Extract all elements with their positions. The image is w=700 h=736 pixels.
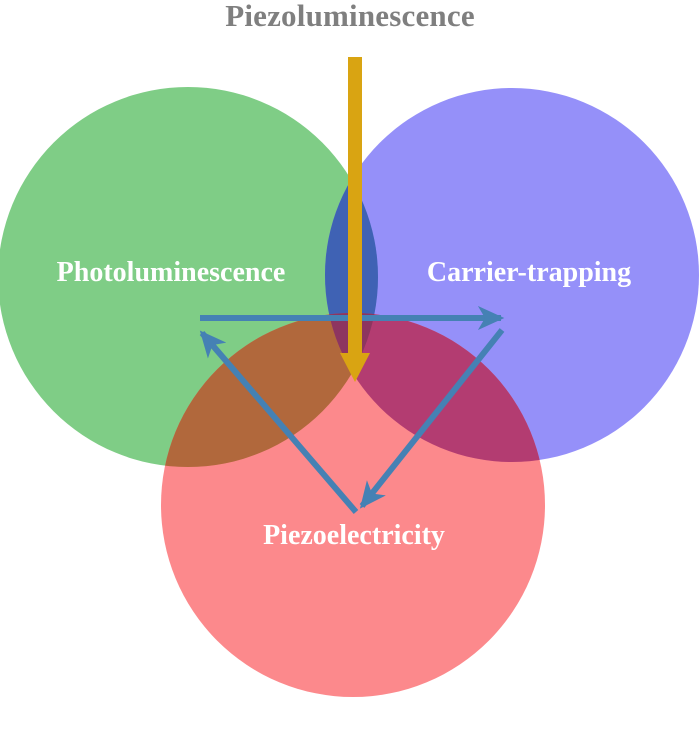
intersection-green-pink xyxy=(161,313,378,467)
gold-arrow-head xyxy=(340,353,370,382)
downward-gold-arrow xyxy=(340,57,370,382)
gold-arrow-shaft xyxy=(348,57,362,357)
venn-intersections xyxy=(161,88,545,467)
left-diagonal-blue-arrow xyxy=(199,330,359,514)
right-diagonal-blue-arrow xyxy=(359,328,505,509)
intersection-purple-pink xyxy=(325,313,545,462)
